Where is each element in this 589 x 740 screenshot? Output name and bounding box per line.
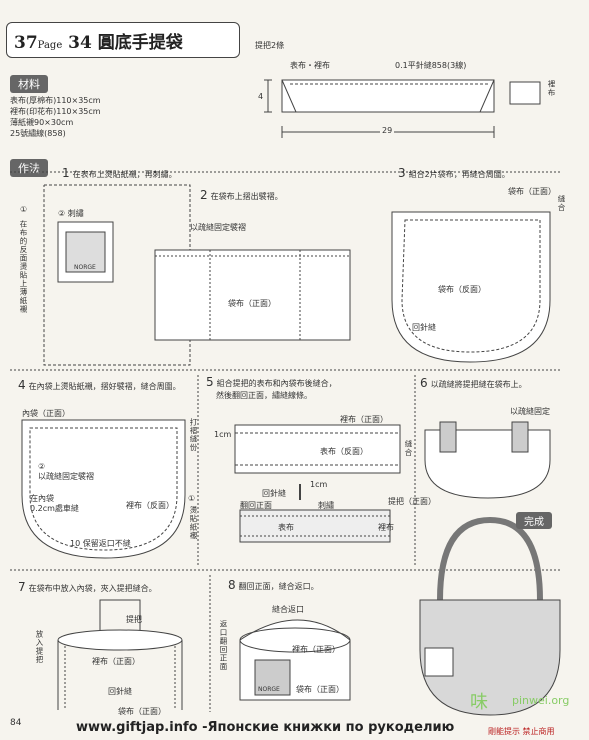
s3-bag: 袋布（反面） (438, 285, 486, 294)
page-title: 37Page 34 圓底手提袋 (14, 28, 183, 53)
handle-title: 提把2條 (255, 41, 285, 50)
step1-diagram (43, 184, 191, 366)
finished-bag-diagram (419, 516, 561, 716)
materials-list: 表布(厚棉布)110×35cm 裡布(印花布)110×35cm 薄紙襯90×30… (10, 95, 101, 139)
handle-height: 4 (258, 92, 264, 101)
s5-side: 縫合 (404, 440, 413, 457)
step5-diagram (234, 424, 401, 543)
s7-bag: 袋布（正面） (118, 707, 166, 716)
s8-lining: 裡布（正面） (292, 645, 340, 654)
step4-diagram (21, 419, 186, 559)
handle-stitch: 0.1平針縫858(3線) (395, 61, 467, 70)
page-word: Page (37, 40, 63, 51)
handle-length: 29 (380, 126, 395, 135)
s3-bag-top: 袋布（正面） (508, 187, 556, 196)
s1-side-note: 在布的反面燙貼上薄紙襯 (19, 220, 28, 314)
s6-handle: 提把（正面） (388, 497, 436, 506)
handle-diagram (264, 79, 541, 138)
s5-lining: 裡布 (378, 523, 394, 532)
s2-tack: 以疏縫固定襞褶 (190, 223, 246, 232)
footer-stamp: 剛能提示 禁止商用 (488, 727, 555, 736)
s8-bag: 袋布（正面） (296, 685, 344, 694)
s3-backstitch: 回針縫 (412, 323, 436, 332)
s5-outer: 表布 (278, 523, 294, 532)
s1-embroidery: ② 刺繡 (58, 209, 84, 218)
step3-diagram (391, 211, 551, 363)
project-title: 圓底手提袋 (97, 33, 183, 53)
s5-backstitch: 回針縫 (262, 489, 286, 498)
materials-heading: 材料 (10, 75, 48, 93)
page-number: 84 (10, 718, 22, 728)
step7-diagram (57, 599, 183, 710)
s7-handle: 提把 (126, 615, 142, 624)
material-item: 25號繡線(858) (10, 129, 66, 138)
title-box (6, 22, 240, 58)
project-number: 34 (68, 33, 92, 53)
s7-backstitch: 回針縫 (108, 687, 132, 696)
watermark: pinwei.org (512, 694, 570, 707)
material-item: 表布(厚棉布)110×35cm (10, 96, 101, 105)
step2-diagram (154, 249, 351, 341)
s1-badge: NORGE (74, 264, 96, 271)
material-item: 薄紙襯90×30cm (10, 118, 74, 127)
material-item: 裡布(印花布)110×35cm (10, 107, 101, 116)
s4-circle1: ① (188, 494, 196, 503)
s8-close: 縫合返口 (272, 605, 304, 614)
s6-tack: 以疏縫固定 (510, 407, 550, 416)
s4-lining: 內袋（正面） (22, 409, 70, 418)
handle-fabric: 表布・裡布 (290, 61, 330, 70)
page-prefix: 37 (14, 33, 38, 53)
watermark-char: 味 (470, 692, 488, 713)
footer-text: www.giftjap.info -Японские книжки по рук… (76, 720, 455, 735)
s1-circle1: ① (20, 205, 28, 214)
s4-leave-open: 10 保留返口不縫 (70, 539, 131, 548)
s8-badge: NORGE (258, 686, 280, 693)
step6-diagram (424, 421, 551, 499)
s5-turn: 翻回正面 (240, 501, 272, 510)
step8-diagram (239, 619, 351, 701)
s5-1cm-b: 1cm (310, 480, 328, 489)
s3-sew: 縫合 (557, 195, 566, 212)
s5-1cm-a: 1cm (214, 430, 232, 439)
s4-right-note: 燙貼紙襯 (189, 506, 198, 540)
done-badge: 完成 (516, 512, 552, 529)
s5-outer-back: 表布（反面） (320, 447, 368, 456)
s4-lining-back: 裡布（反面） (126, 501, 174, 510)
s5-stitch: 刺繡 (318, 501, 334, 510)
handle-lining: 裡布 (547, 80, 556, 97)
s7-put: 放入提把 (35, 630, 44, 664)
s4-right-note2: 打褶縫份 (189, 418, 198, 452)
s2-bag: 袋布（正面） (228, 299, 276, 308)
s8-return: 返口翻回正面 (219, 620, 228, 671)
s5-lining-front: 裡布（正面） (340, 415, 388, 424)
s7-lining: 裡布（正面） (92, 657, 140, 666)
